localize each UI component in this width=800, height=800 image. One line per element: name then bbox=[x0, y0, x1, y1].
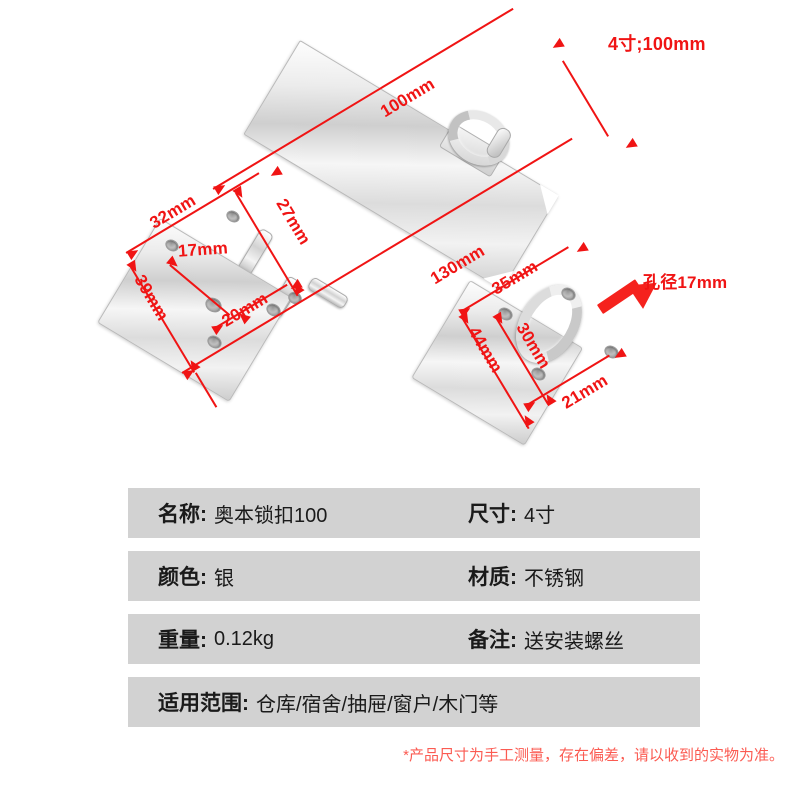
spec-key: 尺寸: bbox=[468, 503, 517, 526]
spec-key: 重量: bbox=[158, 629, 207, 652]
spec-cell-name: 名称: 奥本锁扣100 bbox=[128, 498, 468, 528]
callout-label-hole-diameter: 孔径17mm bbox=[643, 273, 728, 292]
spec-key: 适用范围: bbox=[158, 692, 249, 715]
label-17mm: 17mm bbox=[177, 238, 229, 261]
spec-value: 不锈钢 bbox=[524, 567, 584, 590]
arrow-130mm-end bbox=[623, 137, 638, 153]
spec-key: 备注: bbox=[468, 629, 517, 652]
spec-value: 奥本锁扣100 bbox=[214, 504, 328, 527]
strap-notch bbox=[293, 176, 315, 197]
table-row: 适用范围: 仓库/宿舍/抽屉/窗户/木门等 bbox=[128, 677, 700, 727]
table-row: 颜色: 银 材质: 不锈钢 bbox=[128, 551, 700, 601]
arrow-100mm-end bbox=[550, 37, 565, 53]
arrow-35mm-end bbox=[574, 241, 589, 257]
spec-cell-color: 颜色: 银 bbox=[128, 561, 468, 591]
spec-cell-usage: 适用范围: 仓库/宿舍/抽屉/窗户/木门等 bbox=[128, 687, 498, 717]
spec-key: 颜色: bbox=[158, 566, 207, 589]
dimline-right-tie bbox=[562, 60, 610, 137]
base-hole-1 bbox=[224, 208, 242, 225]
spec-value: 4寸 bbox=[524, 504, 556, 527]
spec-value: 银 bbox=[214, 567, 234, 590]
product-diagram: 100mm 130mm 32mm 17mm 39mm 27mm 20mm bbox=[0, 0, 800, 470]
table-row: 重量: 0.12kg 备注: 送安装螺丝 bbox=[128, 614, 700, 664]
strap-notch-lower bbox=[354, 274, 376, 294]
spec-value: 0.12kg bbox=[214, 627, 275, 650]
disclaimer-note: *产品尺寸为手工测量，存在偏差，请以收到的实物为准。 bbox=[403, 747, 784, 764]
spec-table: 名称: 奥本锁扣100 尺寸: 4寸 颜色: 银 材质: 不锈钢 重量: 0.1… bbox=[128, 488, 700, 727]
size-badge: 4寸;100mm bbox=[608, 34, 706, 54]
spec-cell-size: 尺寸: 4寸 bbox=[468, 498, 555, 528]
spec-key: 材质: bbox=[468, 566, 517, 589]
spec-cell-weight: 重量: 0.12kg bbox=[128, 624, 468, 654]
spec-cell-material: 材质: 不锈钢 bbox=[468, 561, 584, 591]
spec-key: 名称: bbox=[158, 503, 207, 526]
arrow-32mm-end bbox=[268, 165, 283, 181]
label-21mm: 21mm bbox=[558, 370, 612, 413]
spec-value: 送安装螺丝 bbox=[524, 630, 624, 653]
label-27mm: 27mm bbox=[272, 195, 315, 249]
spec-value: 仓库/宿舍/抽屉/窗户/木门等 bbox=[256, 693, 499, 716]
table-row: 名称: 奥本锁扣100 尺寸: 4寸 bbox=[128, 488, 700, 538]
hasp-strap-plate bbox=[243, 40, 559, 290]
spec-cell-remark: 备注: 送安装螺丝 bbox=[468, 624, 624, 654]
